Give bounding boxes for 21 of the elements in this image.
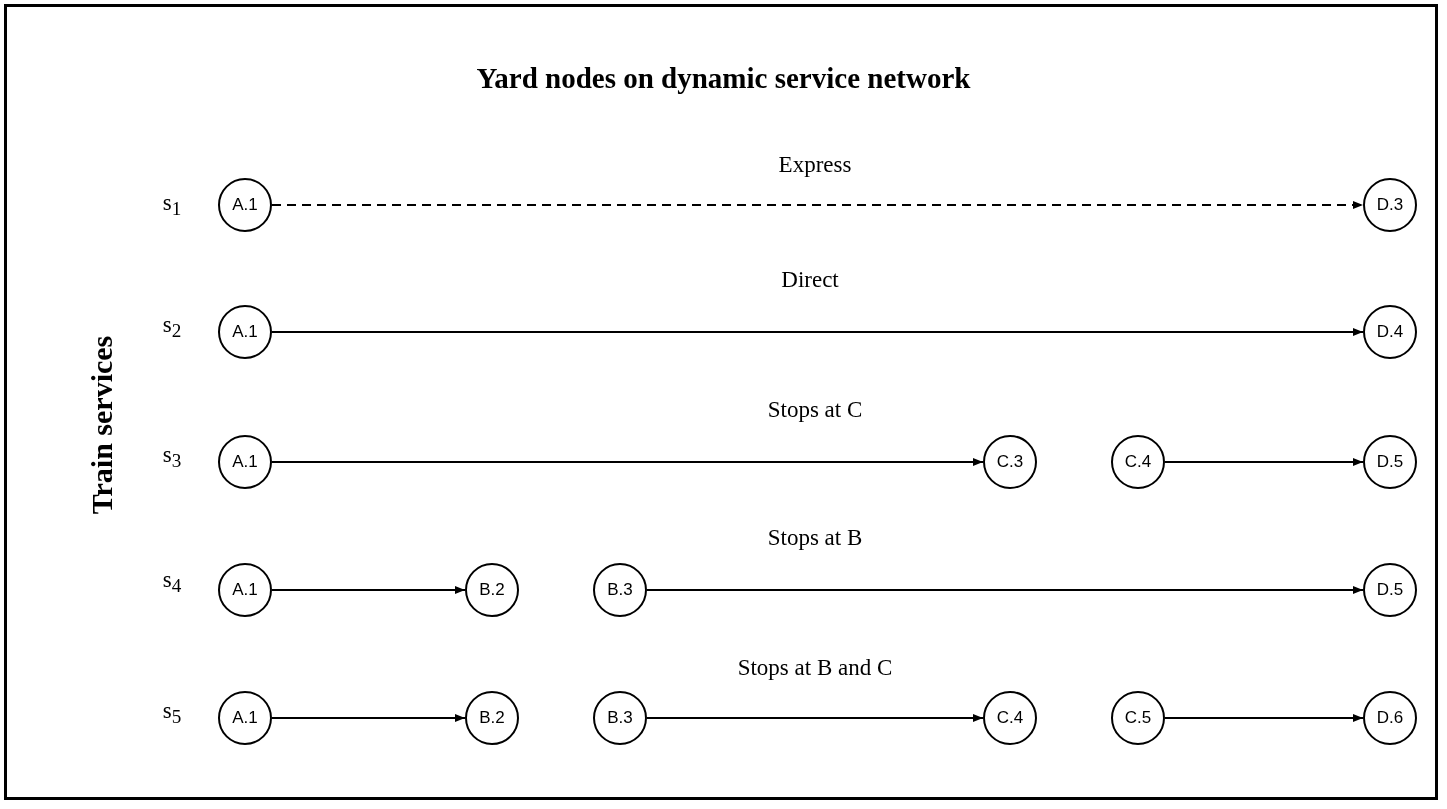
- service-label: s$_{1}$: [162, 189, 182, 221]
- axis-label: Train services: [85, 335, 119, 515]
- service-label: Direct: [781, 267, 839, 293]
- service-label: Stops at B: [767, 525, 863, 551]
- dashed-arrow: [271, 201, 1364, 209]
- arrow: [271, 714, 466, 722]
- arrow: [646, 586, 1364, 594]
- service-label: s$_{5}$: [162, 697, 182, 729]
- diagram-title: Yard nodes on dynamic service network: [475, 62, 972, 95]
- arrow: [1164, 714, 1364, 722]
- arrow: [271, 586, 466, 594]
- arrow: [646, 714, 984, 722]
- service-label: Express: [778, 152, 852, 178]
- arrow: [1164, 458, 1364, 466]
- arrow: [271, 328, 1364, 336]
- service-label: Stops at C: [767, 397, 863, 423]
- arrow: [271, 458, 984, 466]
- service-label: s$_{4}$: [162, 566, 182, 598]
- service-label: s$_{3}$: [162, 441, 182, 473]
- service-label: Stops at B and C: [737, 655, 893, 681]
- service-label: s$_{2}$: [162, 311, 182, 343]
